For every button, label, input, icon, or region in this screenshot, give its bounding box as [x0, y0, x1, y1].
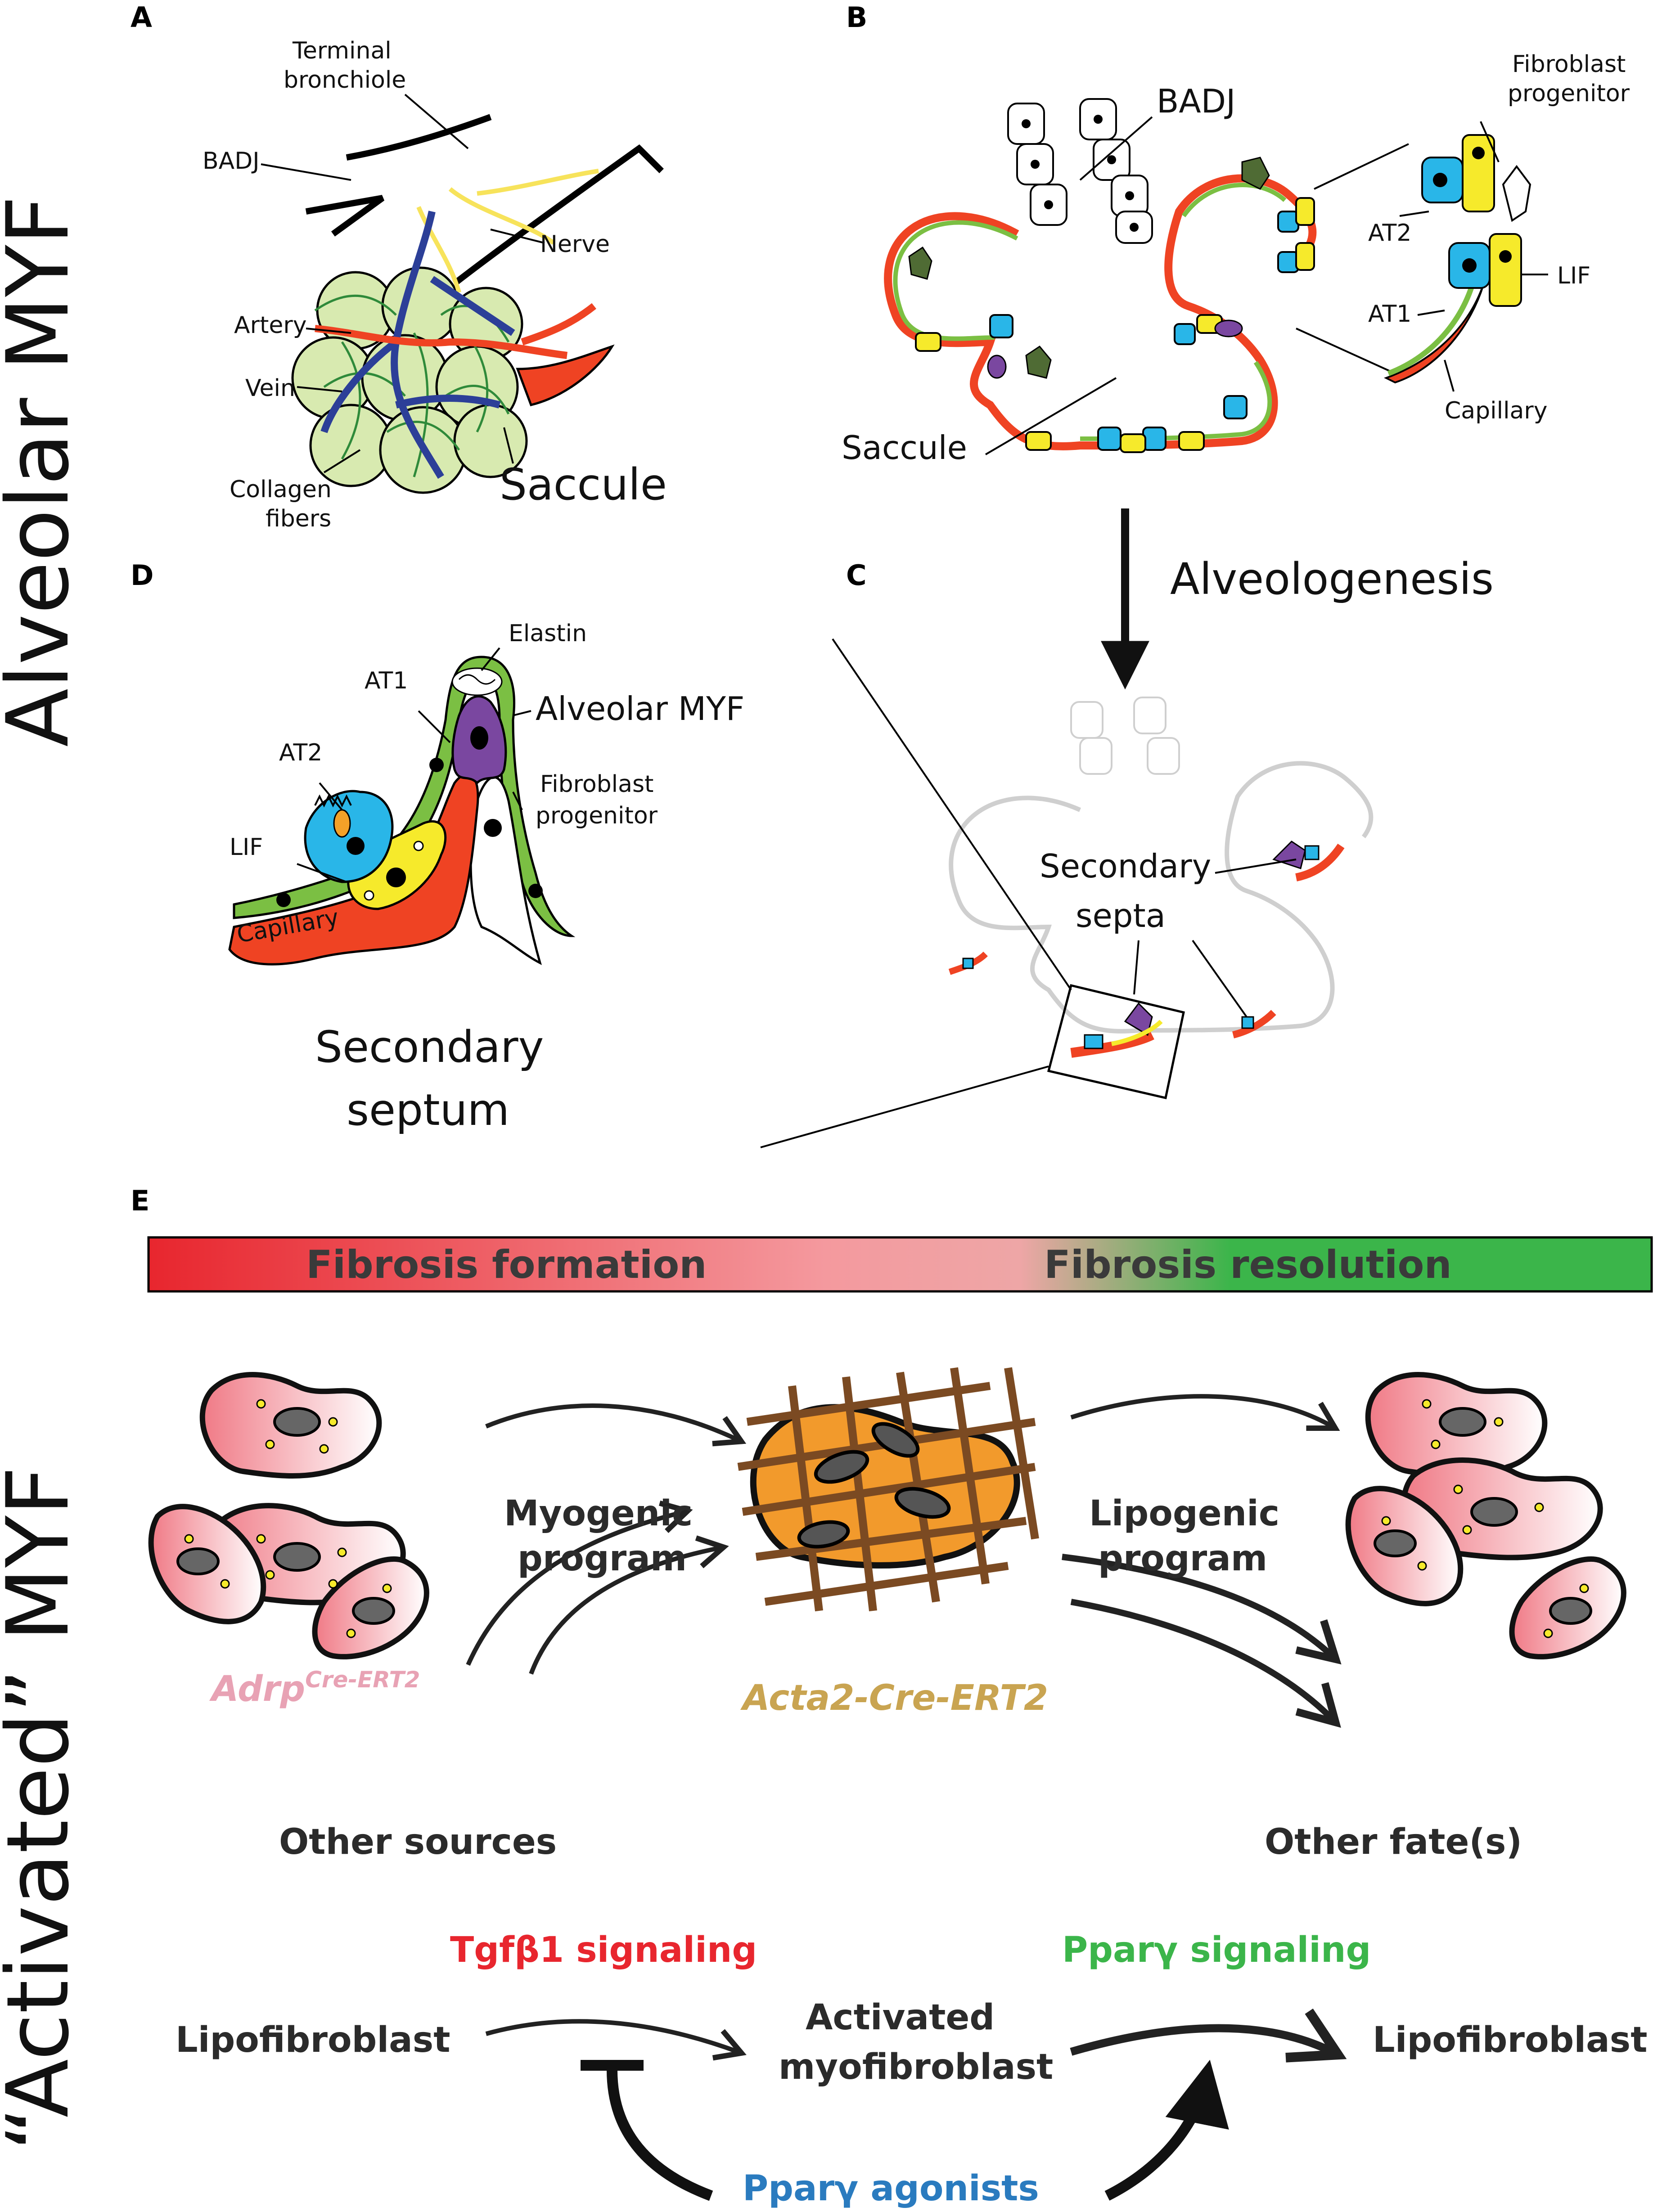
nerve-shape — [416, 169, 599, 293]
label-badj-b: BADJ — [1157, 82, 1235, 120]
arrow-agonist-inhibition — [607, 2069, 713, 2201]
b-myf-cells — [987, 319, 1243, 379]
label-other-sources: Other sources — [279, 1822, 557, 1862]
label-secondary-septum-line1: Secondary — [315, 1022, 544, 1072]
arrow-other-sources-2 — [529, 1535, 729, 1675]
label-collagen-fibers-line2: fibers — [266, 505, 331, 532]
panel-d-letter: D — [131, 559, 153, 592]
activated-myofibroblast-cluster — [737, 1367, 1039, 1612]
label-at2-b: AT2 — [1368, 220, 1411, 247]
saccule-red-lobe — [516, 344, 615, 406]
label-elastin: Elastin — [509, 620, 587, 647]
inset-lif-top — [1462, 134, 1495, 212]
b-fibroblast-cells — [908, 157, 1270, 379]
arrow-other-fates-1 — [1070, 1599, 1341, 1728]
label-myogenic-program-line2: program — [518, 1538, 687, 1579]
saccule-outline-c — [949, 761, 1374, 1034]
bronchiole-right-shape — [452, 144, 664, 286]
label-other-fates: Other fate(s) — [1265, 1822, 1522, 1862]
label-lipofibroblast-left: Lipofibroblast — [176, 2020, 450, 2060]
label-secondary-septa-line1: Secondary — [1040, 847, 1211, 885]
lipofibroblast-cluster-right — [1345, 1372, 1626, 1659]
label-secondary-septa-line2: septa — [1076, 897, 1166, 935]
arrow-to-lipofibroblast-right — [1070, 1394, 1340, 1431]
panel-e-letter: E — [131, 1184, 149, 1217]
label-at1-b: AT1 — [1368, 301, 1411, 328]
panel-b: B — [842, 1, 1630, 467]
label-lif-b: LIF — [1557, 262, 1590, 289]
label-lipofibroblast-right: Lipofibroblast — [1373, 2020, 1647, 2060]
label-fibroblast-progenitor-d-line2: progenitor — [536, 802, 658, 829]
panel-d: D Elastin — [131, 559, 744, 1135]
label-vein: Vein — [245, 375, 295, 402]
panel-a: A Te — [131, 1, 667, 532]
panel-c-letter: C — [846, 559, 867, 592]
label-fibroblast-progenitor-b-line1: Fibroblast — [1512, 51, 1626, 78]
label-collagen-fibers-line1: Collagen — [230, 476, 332, 503]
terminal-bronchiole-shape — [346, 114, 492, 161]
badj-left-shape — [305, 195, 385, 237]
badj-epithelium — [1007, 98, 1153, 244]
label-activated-myofibroblast-line2: myofibroblast — [779, 2047, 1053, 2087]
label-capillary-b: Capillary — [1445, 397, 1548, 424]
label-lipogenic-program-line2: program — [1098, 1538, 1267, 1579]
label-at1-d: AT1 — [365, 667, 408, 694]
label-adrp-base: Adrp — [209, 1669, 305, 1709]
label-acta2-cre-ert2: Acta2-Cre-ERT2 — [740, 1678, 1048, 1718]
c-septum-mini-3 — [1232, 1010, 1276, 1039]
label-fibroblast-progenitor-b-line2: progenitor — [1508, 80, 1630, 107]
inset-lif-bottom — [1489, 233, 1522, 307]
saccule-outline-b — [884, 174, 1317, 450]
label-tgfb1-signaling: Tgfβ1 signaling — [450, 1930, 757, 1970]
label-fibrosis-resolution: Fibrosis resolution — [1044, 1242, 1452, 1287]
arrow-other-fates-2 — [1062, 1554, 1342, 1665]
panel-b-letter: B — [846, 1, 867, 34]
arrow-agonist-activation — [1104, 2059, 1229, 2201]
label-fibroblast-progenitor-d-line1: Fibroblast — [540, 771, 653, 798]
label-alveologenesis: Alveologenesis — [1170, 554, 1494, 604]
side-label-activated-myf: “Activated” MYF — [0, 1466, 88, 2151]
panel-a-letter: A — [131, 1, 152, 34]
label-fibrosis-formation: Fibrosis formation — [306, 1242, 707, 1287]
label-lif-d: LIF — [230, 834, 263, 861]
arrow-to-myofibroblast — [485, 1403, 747, 1447]
c-septum-mini-1 — [1272, 841, 1345, 881]
label-saccule-b: Saccule — [842, 429, 967, 467]
artery-shape — [315, 303, 596, 359]
label-at2-d: AT2 — [279, 739, 322, 766]
arrow-lipo-to-activated — [485, 2019, 747, 2061]
d-elastin — [451, 667, 503, 696]
panel-e: E Fibrosis formation Fibrosis resolution — [131, 1184, 1653, 2209]
alveologenesis-arrow: Alveologenesis — [1101, 508, 1494, 690]
label-adrp-superscript: Cre-ERT2 — [305, 1667, 420, 1693]
b-at2-cells — [989, 211, 1299, 451]
saccule-cluster — [291, 266, 528, 494]
label-adrp-cre-ert2: AdrpCre-ERT2 — [209, 1667, 420, 1709]
label-pparg-signaling: Pparγ signaling — [1062, 1930, 1371, 1970]
c-zoom-box — [1047, 984, 1185, 1100]
c-septum-mini-2 — [948, 951, 988, 975]
fibrosis-gradient-bar — [147, 1236, 1653, 1293]
label-lipogenic-program-line1: Lipogenic — [1089, 1493, 1279, 1534]
arrow-activated-to-lipo — [1070, 2008, 1347, 2063]
label-nerve: Nerve — [540, 231, 610, 258]
label-activated-myofibroblast-line1: Activated — [806, 1997, 995, 2038]
label-secondary-septum-line2: septum — [347, 1085, 509, 1135]
lipofibroblast-cluster-left — [148, 1372, 429, 1659]
label-terminal-bronchiole-line2: bronchiole — [284, 67, 406, 94]
b-inset — [1296, 121, 1548, 392]
label-alveolar-myf-d: Alveolar MYF — [536, 690, 744, 728]
label-myogenic-program-line1: Myogenic — [504, 1493, 693, 1534]
panel-c: C S — [760, 559, 1374, 1148]
side-label-alveolar-myf: Alveolar MYF — [0, 196, 88, 747]
b-lif-cells — [915, 197, 1315, 453]
label-terminal-bronchiole-line1: Terminal — [292, 37, 392, 64]
label-pparg-agonists: Pparγ agonists — [743, 2168, 1039, 2209]
label-artery: Artery — [234, 312, 306, 339]
arrow-other-sources-1 — [466, 1500, 693, 1666]
label-saccule-a: Saccule — [500, 459, 667, 510]
label-badj-a: BADJ — [203, 148, 260, 175]
